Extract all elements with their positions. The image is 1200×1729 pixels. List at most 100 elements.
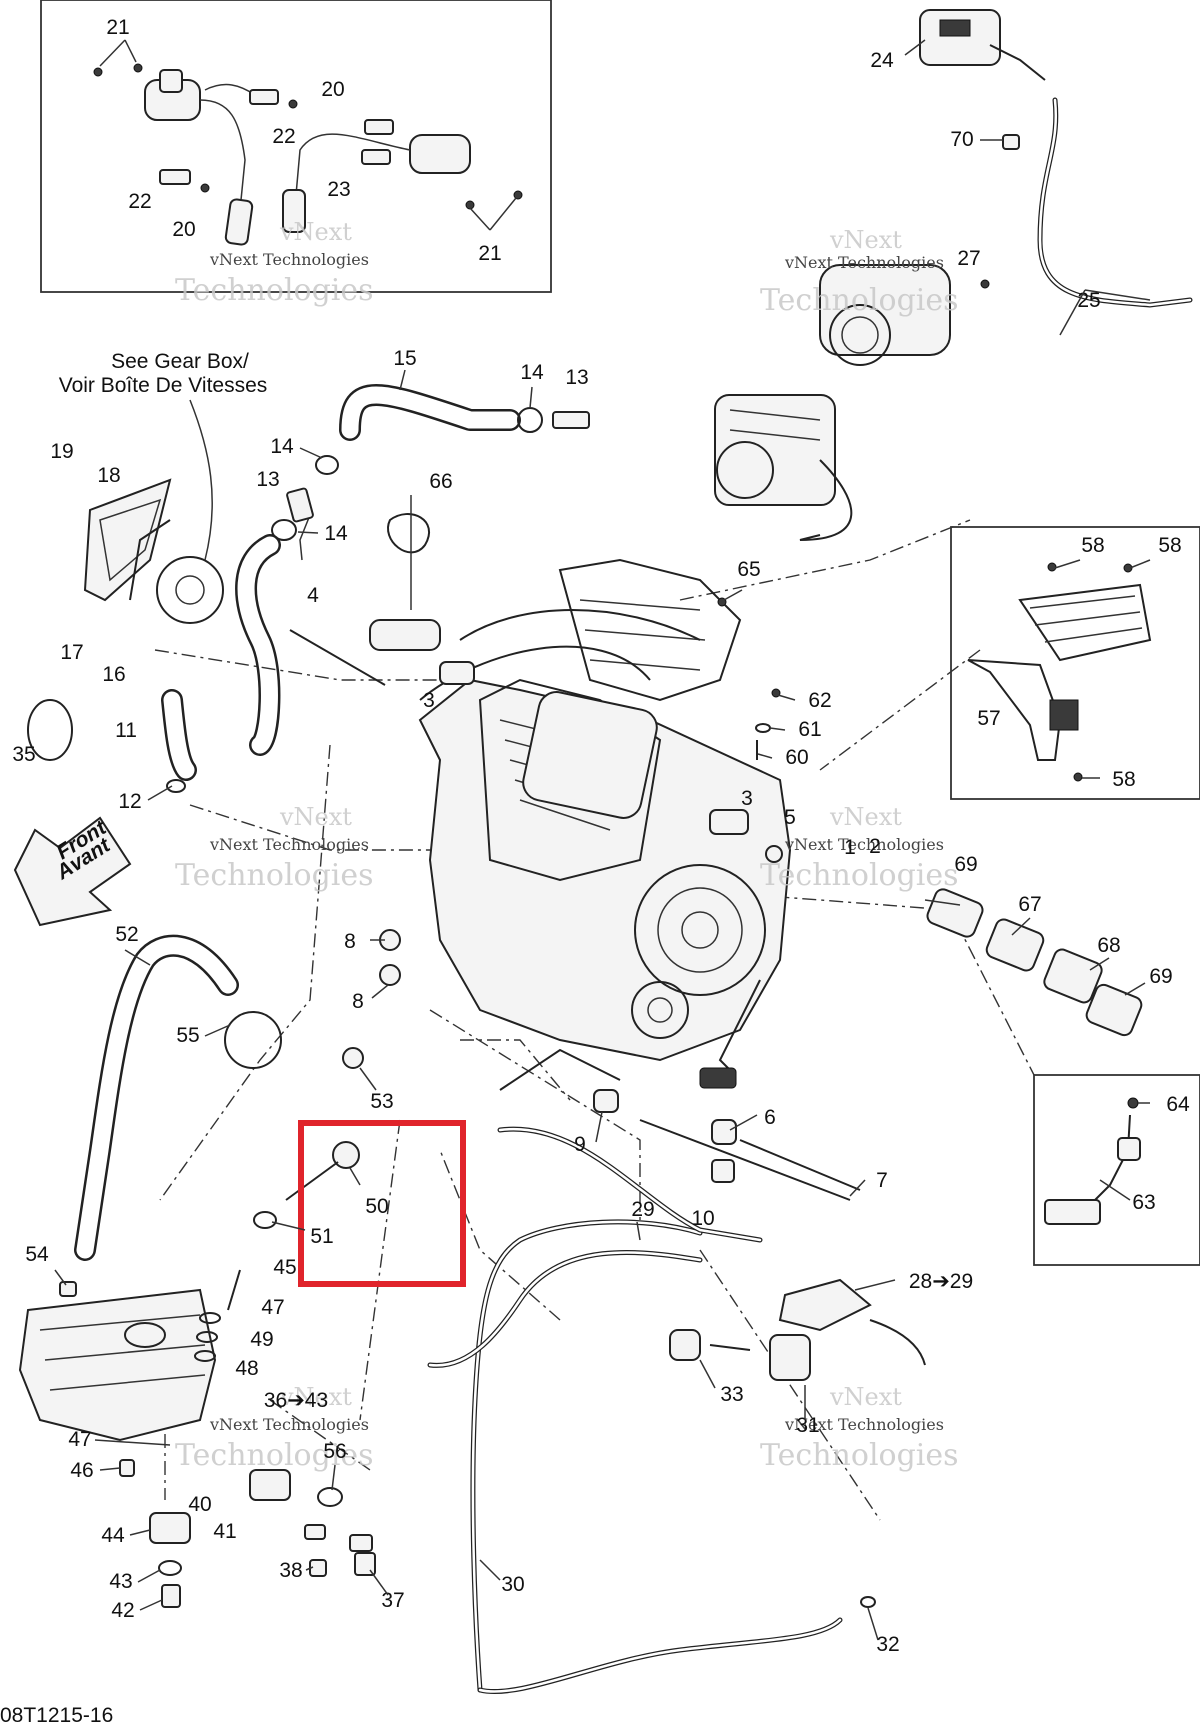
- cables: [427, 97, 1193, 1695]
- callout: 54: [25, 1243, 49, 1266]
- callout: 22: [272, 125, 295, 148]
- callout: 18: [97, 464, 120, 487]
- callout: 13: [256, 468, 279, 491]
- callout: 24: [870, 49, 894, 72]
- diagram-code: 08T1215-16: [0, 1704, 113, 1727]
- callout: 63: [1132, 1191, 1155, 1214]
- callout: 58: [1158, 534, 1181, 557]
- watermark-text: Technologies: [760, 858, 959, 893]
- callout: 31: [796, 1414, 819, 1437]
- callout: 62: [808, 689, 831, 712]
- callout: 51: [310, 1225, 333, 1248]
- watermark-text: vNext: [279, 803, 352, 831]
- callout: 28➔29: [909, 1270, 973, 1293]
- callout: 57: [977, 707, 1000, 730]
- callout: 38: [279, 1559, 302, 1582]
- callout: 2: [869, 835, 881, 858]
- callout: 40: [188, 1493, 211, 1516]
- watermark-text: vNext Technologies: [209, 1415, 369, 1434]
- callout: 44: [101, 1524, 125, 1547]
- callout: 22: [128, 190, 151, 213]
- watermark-text: Technologies: [175, 273, 374, 308]
- watermark-text: vNext Technologies: [784, 253, 944, 272]
- hoses: [74, 384, 521, 1261]
- callout: 13: [565, 366, 588, 389]
- watermark-text: vNext: [279, 1383, 352, 1411]
- watermark-text: Technologies: [175, 1438, 374, 1473]
- callout: 47: [261, 1296, 284, 1319]
- callout: 48: [235, 1357, 258, 1380]
- callout: 14: [324, 522, 348, 545]
- callout: 20: [321, 78, 344, 101]
- callout-leaders: [54, 39, 1151, 1641]
- watermark-text: Technologies: [175, 858, 374, 893]
- callout: 23: [327, 178, 350, 201]
- callout: 30: [501, 1573, 524, 1596]
- callout: 8: [352, 990, 364, 1013]
- small-parts: [18, 134, 1143, 1608]
- callout: 66: [429, 470, 452, 493]
- watermark-text: vNext Technologies: [784, 835, 944, 854]
- callout: 8: [344, 930, 356, 953]
- callout: 69: [1149, 965, 1172, 988]
- callout: 43: [109, 1570, 132, 1593]
- callout: 46: [70, 1459, 93, 1482]
- callout: 20: [172, 218, 195, 241]
- callout: 50: [365, 1195, 388, 1218]
- front-direction-arrow: Front Avant: [13, 816, 132, 927]
- callout: 36➔43: [264, 1389, 328, 1412]
- watermarks: vNext vNext Technologies Technologies vN…: [175, 218, 959, 1473]
- watermark-text: vNext Technologies: [209, 250, 369, 269]
- callout: 56: [323, 1440, 346, 1463]
- gear-box-note: See Gear Box/ Voir Boîte De Vitesses: [59, 350, 268, 561]
- callout: 58: [1112, 768, 1135, 791]
- callout: 69: [954, 853, 977, 876]
- callout: 33: [720, 1383, 743, 1406]
- callout: 58: [1081, 534, 1104, 557]
- callout: 42: [111, 1599, 134, 1622]
- callout: 11: [115, 719, 137, 742]
- callout: 47: [68, 1428, 91, 1451]
- callout: 45: [273, 1256, 296, 1279]
- watermark-text: vNext: [829, 803, 902, 831]
- watermark-text: Technologies: [760, 283, 959, 318]
- watermark-text: vNext: [829, 1383, 902, 1411]
- callout: 35: [12, 743, 35, 766]
- callout: 5: [784, 806, 796, 829]
- callout: 3: [423, 689, 435, 712]
- callout: 27: [957, 247, 980, 270]
- callout: 55: [176, 1024, 199, 1047]
- callout: 70: [950, 128, 973, 151]
- watermark-text: Technologies: [760, 1438, 959, 1473]
- callout: 60: [785, 746, 808, 769]
- callout: 10: [691, 1207, 714, 1230]
- callout: 14: [520, 361, 544, 384]
- inset-shift-lever-box: [1033, 1074, 1200, 1266]
- watermark-text: vNext Technologies: [209, 835, 369, 854]
- callout-labels: 21 20 22 22 20 23 21 24 70 27 25 15 14 1…: [12, 16, 1190, 1656]
- note-line-1: See Gear Box/: [111, 350, 249, 373]
- highlight-box: [298, 1120, 466, 1287]
- callout: 6: [764, 1106, 776, 1129]
- callout: 52: [115, 923, 138, 946]
- callout: 29: [631, 1198, 654, 1221]
- watermark-text: vNext: [279, 218, 352, 246]
- callout: 41: [213, 1520, 236, 1543]
- callout: 49: [250, 1328, 273, 1351]
- callout: 12: [118, 790, 141, 813]
- callout: 68: [1097, 934, 1120, 957]
- callout: 65: [737, 558, 760, 581]
- callout: 9: [574, 1133, 586, 1156]
- callout: 53: [370, 1090, 393, 1113]
- callout: 1: [844, 836, 856, 859]
- watermark-text: vNext Technologies: [784, 1415, 944, 1434]
- callout: 15: [393, 347, 416, 370]
- callout: 3: [741, 787, 753, 810]
- callout: 17: [60, 641, 83, 664]
- note-line-2: Voir Boîte De Vitesses: [59, 374, 268, 397]
- inset-ignition-coil-box: [40, 0, 552, 293]
- callout: 14: [270, 435, 294, 458]
- callout: 37: [381, 1589, 404, 1612]
- engine-assembly: [418, 9, 1046, 1091]
